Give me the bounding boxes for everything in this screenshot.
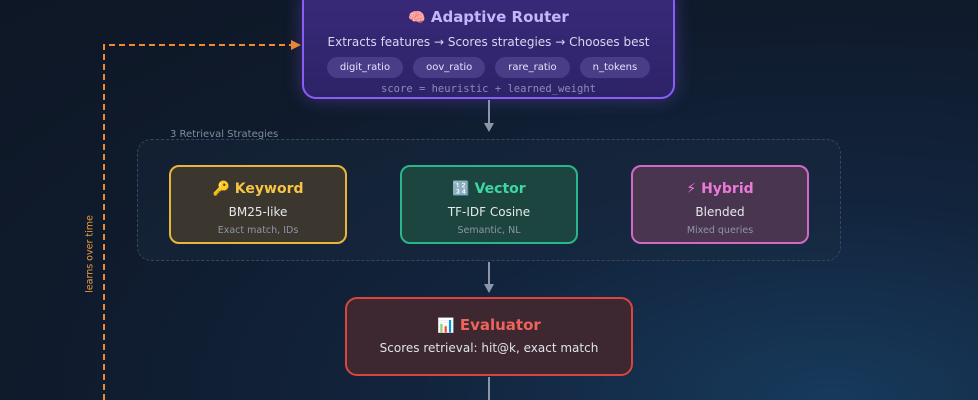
router-subtitle: Extracts features → Scores strategies → …	[327, 35, 650, 49]
hybrid-title: ⚡ Hybrid	[633, 181, 807, 197]
keyword-title-text: Keyword	[234, 181, 304, 197]
evaluator-subtitle: Scores retrieval: hit@k, exact match	[379, 341, 599, 355]
vector-subtitle: TF-IDF Cosine	[447, 205, 531, 219]
strategies-group-label: 3 Retrieval Strategies	[170, 129, 279, 140]
feedback-label: learns over time	[84, 215, 96, 293]
strategies-to-evaluator-arrow	[484, 262, 494, 293]
router-title: 🧠 Adaptive Router	[304, 8, 673, 26]
adaptive-router-node: 🧠 Adaptive Router Extracts features → Sc…	[302, 0, 675, 99]
router-to-strategies-arrow	[484, 100, 494, 132]
score-formula: score = heuristic + learned_weight	[381, 83, 596, 95]
evaluator-title: 📊 Evaluator	[347, 316, 631, 334]
feature-chip-oov-ratio: oov_ratio	[413, 57, 486, 78]
evaluator-title-text: Evaluator	[459, 316, 541, 334]
hybrid-strategy-card: ⚡ Hybrid Blended Mixed queries	[631, 165, 809, 244]
vector-strategy-card: 🔢 Vector TF-IDF Cosine Semantic, NL	[400, 165, 578, 244]
evaluator-node: 📊 Evaluator Scores retrieval: hit@k, exa…	[345, 297, 633, 376]
feedback-loop-arrow	[103, 40, 301, 400]
vector-title: 🔢 Vector	[402, 181, 576, 197]
feature-chip-n-tokens: n_tokens	[579, 57, 651, 78]
vector-detail: Semantic, NL	[457, 225, 521, 236]
brain-icon: 🧠	[408, 10, 426, 26]
key-icon: 🔑	[212, 181, 230, 197]
hybrid-title-text: Hybrid	[701, 181, 754, 197]
keyword-title: 🔑 Keyword	[171, 181, 345, 197]
lightning-icon: ⚡	[686, 181, 697, 197]
feature-chip-rare-ratio: rare_ratio	[495, 57, 570, 78]
hybrid-detail: Mixed queries	[686, 225, 754, 236]
feature-chip-digit-ratio: digit_ratio	[326, 57, 404, 78]
feature-chips: digit_ratio oov_ratio rare_ratio n_token…	[304, 57, 673, 78]
keyword-strategy-card: 🔑 Keyword BM25-like Exact match, IDs	[169, 165, 347, 244]
numbers-icon: 🔢	[452, 181, 470, 197]
router-title-text: Adaptive Router	[430, 8, 569, 26]
bar-chart-icon: 📊	[437, 318, 455, 334]
hybrid-subtitle: Blended	[695, 205, 745, 219]
keyword-subtitle: BM25-like	[228, 205, 288, 219]
keyword-detail: Exact match, IDs	[217, 225, 299, 236]
vector-title-text: Vector	[474, 181, 526, 197]
